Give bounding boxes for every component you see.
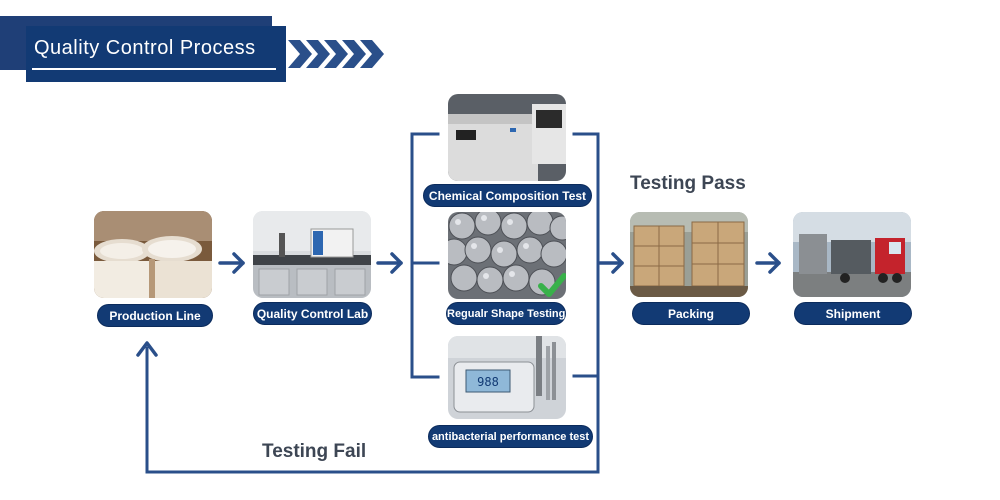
qc-lab-photo: [253, 211, 371, 298]
antibacterial-test-photo: 988: [448, 336, 566, 419]
arrow-right-icon: [218, 252, 245, 274]
arrow-right-icon: [755, 252, 781, 274]
fail-loop-line: [145, 346, 600, 474]
chevron-arrows-icon: [288, 40, 384, 68]
arrow-right-icon: [598, 252, 624, 274]
right-bracket: [572, 132, 600, 474]
production-line-label: Production Line: [97, 304, 213, 327]
title-underline: [32, 68, 276, 70]
page-title: Quality Control Process: [34, 37, 256, 59]
left-bracket: [410, 132, 440, 379]
arrow-up-icon: [136, 341, 158, 357]
shape-test-label: Regualr Shape Testing: [446, 302, 566, 325]
antibacterial-test-label: antibacterial performance test: [428, 425, 593, 448]
production-line-photo: [94, 211, 212, 298]
packing-label: Packing: [632, 302, 750, 325]
chemical-test-photo: [448, 94, 566, 181]
chemical-test-label: Chemical Composition Test: [423, 184, 592, 207]
banner: [26, 26, 286, 82]
shipment-label: Shipment: [794, 302, 912, 325]
shape-test-photo: [448, 212, 566, 299]
check-icon: [538, 273, 566, 297]
display-reading: 988: [477, 375, 499, 389]
packing-photo: [630, 212, 748, 297]
shipment-photo: [793, 212, 911, 297]
arrow-right-icon: [376, 252, 403, 274]
testing-fail-label: Testing Fail: [262, 441, 367, 462]
qc-lab-label: Quality Control Lab: [253, 302, 372, 325]
testing-pass-label: Testing Pass: [630, 173, 746, 194]
